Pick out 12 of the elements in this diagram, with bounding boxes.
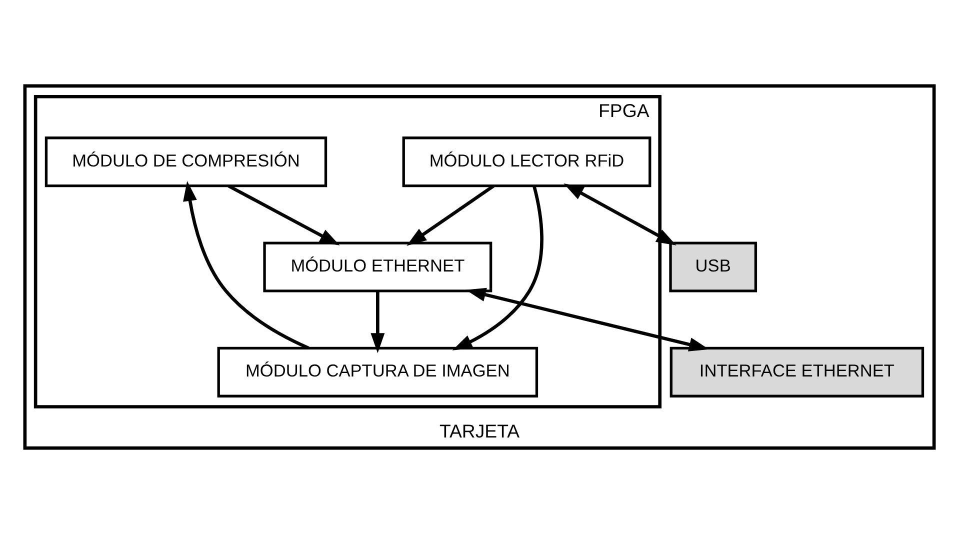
arrow xyxy=(183,180,310,350)
arrow xyxy=(466,287,710,351)
node-box: MÓDULO LECTOR RFiD xyxy=(402,136,652,187)
arrow xyxy=(564,183,676,245)
arrow xyxy=(452,184,544,350)
node-box: MÓDULO DE COMPRESIÓN xyxy=(44,136,328,187)
node-box: MÓDULO ETHERNET xyxy=(263,241,492,292)
arrow xyxy=(406,184,495,246)
node-box: MÓDULO CAPTURA DE IMAGEN xyxy=(217,346,538,397)
node-box: INTERFACE ETHERNET xyxy=(670,346,924,397)
arrow xyxy=(370,290,385,353)
node-box: USB xyxy=(669,241,758,292)
